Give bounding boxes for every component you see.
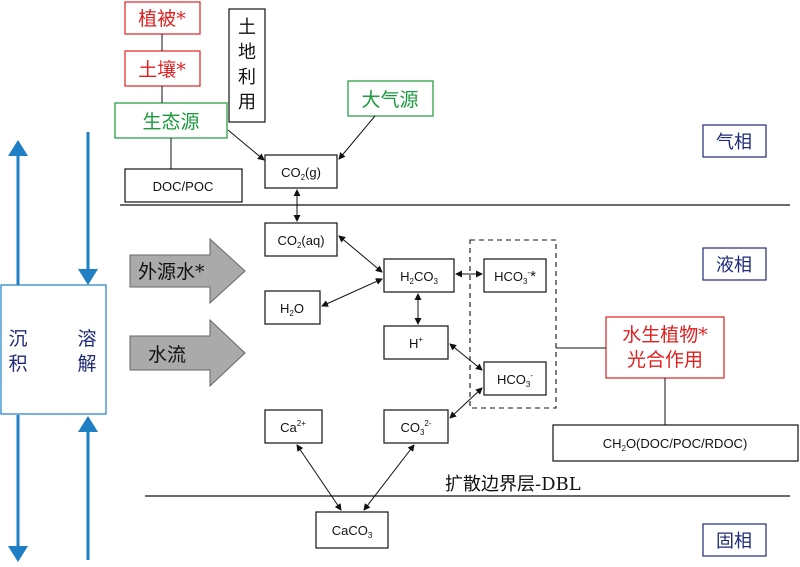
h2co3-label: H2CO3 xyxy=(400,269,438,286)
dissolution-char-1: 溶 xyxy=(77,328,96,350)
photosynthesis-box xyxy=(605,316,725,379)
ca2-label: Ca2+ xyxy=(280,419,306,435)
process-box xyxy=(0,284,107,415)
hco3-label: HCO3- xyxy=(497,371,533,389)
liquid-phase-label: 液相 xyxy=(716,255,752,276)
gas-phase-box xyxy=(702,124,767,158)
precipitation-char-1: 沉 xyxy=(8,328,27,350)
photosynthesis-line-2: 光合作用 xyxy=(627,349,703,371)
bicarbonate-group xyxy=(469,239,557,409)
organic-carbon-box xyxy=(552,424,799,462)
arrow-hplus-hco3 xyxy=(449,343,483,371)
land-use-box xyxy=(228,8,266,123)
land-use-char-4: 用 xyxy=(238,92,256,113)
ca2-box xyxy=(264,409,323,444)
ecological-source-box xyxy=(114,102,228,139)
soil-label: 土壤* xyxy=(138,59,186,81)
vegetation-label: 植被* xyxy=(138,8,186,30)
h2o-label: H2O xyxy=(280,301,304,318)
arrow-co2aq-h2co3 xyxy=(338,235,383,273)
co3-label: CO32- xyxy=(400,419,431,437)
co2-gas-box xyxy=(264,154,338,189)
caco3-label: CaCO3 xyxy=(332,523,373,540)
land-use-char-1: 土 xyxy=(238,17,256,38)
h2co3-box xyxy=(383,258,455,293)
atmospheric-source-box xyxy=(347,80,434,117)
arrow-atmospheric-co2g xyxy=(338,115,376,160)
dissolution-char-2: 解 xyxy=(77,353,96,375)
land-use-char-3: 利 xyxy=(238,67,256,88)
co2-gas-label: CO2(g) xyxy=(281,165,321,182)
water-flow-arrow xyxy=(129,318,246,388)
hco3-star-box xyxy=(483,258,547,293)
arrow-h2o-h2co3 xyxy=(321,278,383,307)
ecological-source-label: 生态源 xyxy=(142,111,199,133)
photosynthesis-line-1: 水生植物* xyxy=(622,324,708,346)
gas-phase-label: 气相 xyxy=(716,132,752,153)
solid-phase-label: 固相 xyxy=(716,531,752,552)
doc-poc-box xyxy=(124,168,243,203)
caco3-box xyxy=(315,511,389,549)
arrow-ca2-caco3 xyxy=(296,444,342,511)
h2o-box xyxy=(264,290,321,325)
exogenous-water-arrow xyxy=(129,237,246,305)
arrow-hco3-co3 xyxy=(449,387,483,419)
land-use-char-2: 地 xyxy=(238,42,256,63)
hco3-star-label: HCO3-* xyxy=(494,268,536,286)
doc-poc-label: DOC/POC xyxy=(153,179,214,194)
precipitation-char-2: 积 xyxy=(8,353,27,375)
solid-phase-box xyxy=(702,523,767,557)
atmospheric-source-label: 大气源 xyxy=(361,89,418,111)
co2-aq-box xyxy=(264,222,338,257)
h-plus-label: H+ xyxy=(409,335,423,351)
hco3-box xyxy=(483,361,547,396)
arrow-co3-caco3 xyxy=(363,444,415,511)
h-plus-box xyxy=(383,325,449,360)
vegetation-box xyxy=(124,1,201,35)
dbl-label: 扩散边界层-DBL xyxy=(445,474,581,495)
organic-carbon-label: CH2O(DOC/POC/RDOC) xyxy=(603,436,748,453)
water-flow-label: 水流 xyxy=(148,344,186,366)
co3-box xyxy=(383,409,449,444)
arrow-ecological-co2g xyxy=(227,129,265,161)
liquid-phase-box xyxy=(702,247,767,281)
co2-aq-label: CO2(aq) xyxy=(277,233,324,250)
exogenous-water-label: 外源水* xyxy=(138,261,205,283)
